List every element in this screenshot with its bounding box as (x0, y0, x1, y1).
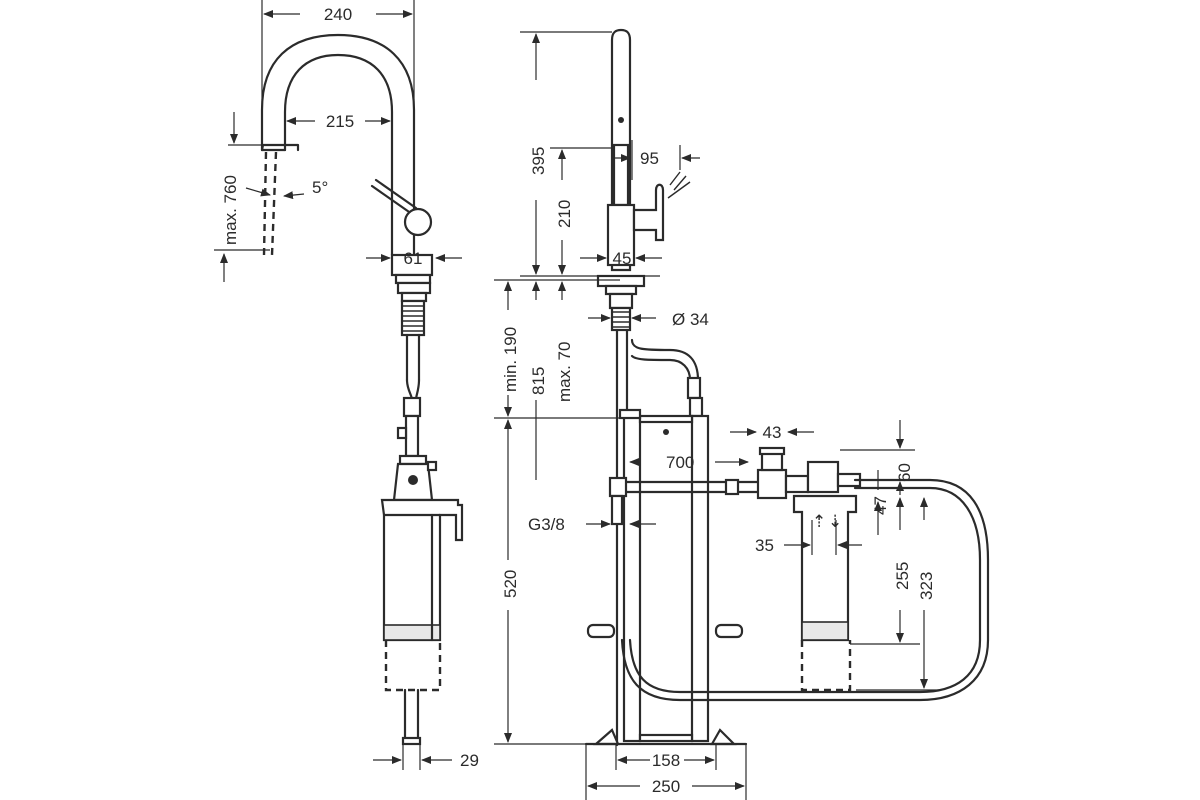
dim-815: 815 (529, 367, 548, 395)
dim-min-190: min. 190 (501, 327, 520, 392)
dim-700: 700 (666, 453, 694, 472)
dim-61: 61 (404, 249, 423, 268)
dim-323: 323 (917, 572, 936, 600)
dim-g3-8: G3/8 (528, 515, 565, 534)
svg-text:⇣: ⇣ (828, 512, 842, 531)
dim-5-degree: 5° (312, 178, 328, 197)
dim-60: 60 (895, 463, 914, 482)
front-view-faucet: ⇡ ⇣ (584, 28, 990, 747)
dim-max-760: max. 760 (221, 175, 240, 245)
dim-max-70: max. 70 (555, 342, 574, 402)
dim-45: 45 (613, 249, 632, 268)
side-view-dimensions: 240 215 max. 760 5° 61 29 (214, 0, 479, 770)
front-view-dimensions: 395 210 95 45 Ø 34 min. 190 815 max. 70 (494, 31, 940, 800)
dim-250: 250 (652, 777, 680, 796)
dim-35: 35 (755, 536, 774, 555)
dim-47: 47 (871, 496, 890, 515)
dim-43: 43 (763, 423, 782, 442)
svg-text:⇡: ⇡ (812, 512, 826, 531)
dim-520: 520 (501, 570, 520, 598)
side-view-faucet (260, 33, 464, 746)
dim-240: 240 (324, 5, 352, 24)
dim-255: 255 (893, 562, 912, 590)
dim-215: 215 (326, 112, 354, 131)
dim-diam-34: Ø 34 (672, 310, 709, 329)
dim-210: 210 (555, 200, 574, 228)
dim-395: 395 (529, 147, 548, 175)
dim-95: 95 (640, 149, 659, 168)
dim-158: 158 (652, 751, 680, 770)
dim-29: 29 (460, 751, 479, 770)
